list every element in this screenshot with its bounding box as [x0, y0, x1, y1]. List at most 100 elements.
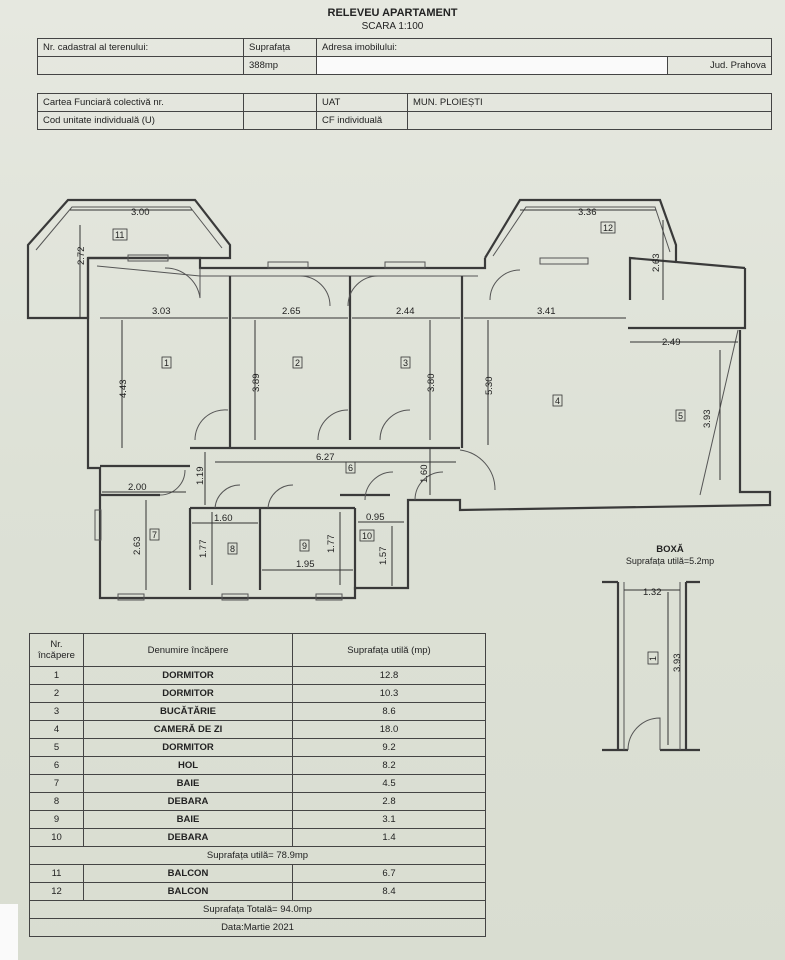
balcony-11-outline [26, 198, 232, 320]
room-tag-6: 6 [348, 463, 353, 473]
county-value: Jud. Prahova [667, 56, 772, 75]
boxa-inner-walls [623, 582, 681, 750]
dim-text: 2.44 [396, 306, 415, 317]
door-hall-2 [317, 409, 349, 441]
dim-text: 1.19 [195, 467, 206, 486]
boxa-title: BOXĂ [656, 544, 684, 555]
document-title: RELEVEU APARTAMENT [327, 7, 458, 19]
room-tag-11: 11 [115, 230, 124, 240]
balcony-12-right [628, 268, 747, 330]
room-tag-box [552, 394, 563, 407]
info-table-1: Nr. cadastral al terenului: Suprafața Ad… [37, 38, 772, 75]
dim-text: 3.89 [251, 374, 262, 393]
boxa-door [627, 717, 661, 751]
dim-text: 6.27 [316, 452, 335, 463]
dim-text: 1.95 [296, 559, 315, 570]
door-8 [214, 484, 241, 509]
total-area: Suprafața Totală= 94.0mp [29, 900, 486, 919]
door-main [414, 471, 444, 501]
apartment-outer-wall [86, 258, 772, 600]
door-9 [267, 484, 294, 509]
room-tag-3: 3 [403, 358, 408, 368]
door-10 [364, 471, 394, 501]
window [94, 509, 102, 541]
boxa-dim-w: 1.32 [643, 587, 662, 598]
date-label: Data:Martie 2021 [29, 918, 486, 937]
dim-text: 3.03 [152, 306, 171, 317]
room-tag-9: 9 [302, 541, 307, 551]
rooms-table-header: Nr. încăpere Denumire încăpere Suprafața… [29, 633, 486, 667]
dim-text: 2.65 [282, 306, 301, 317]
dim-text: 1.77 [326, 535, 337, 554]
room-tag-box [112, 228, 128, 241]
room-tag-5: 5 [678, 411, 683, 421]
room-tag-box [292, 356, 303, 369]
room-4-top-right [628, 256, 677, 300]
dim-text: 1.60 [214, 513, 233, 524]
total-area-row: Suprafața Totală= 94.0mp [29, 900, 486, 919]
room-tag-box [161, 356, 172, 369]
room-tag-10: 10 [362, 531, 372, 541]
dim-text: 3.41 [537, 306, 556, 317]
room-tag-12: 12 [603, 223, 613, 233]
dim-text: 1.57 [378, 547, 389, 566]
window [221, 593, 249, 601]
room-tag-1: 1 [164, 358, 169, 368]
door-2 [299, 275, 331, 307]
document-scale: SCARA 1:100 [361, 21, 424, 32]
door-hall-1 [194, 409, 229, 441]
window [127, 254, 169, 262]
balcony-12-outline [484, 198, 746, 270]
room-5-diagonal [699, 329, 739, 496]
door-1 [164, 267, 201, 299]
boxa-dim-h: 3.93 [672, 654, 683, 673]
dim-text: 2.63 [132, 537, 143, 556]
room-tag-box [359, 529, 375, 542]
dim-text: 3.36 [578, 207, 597, 218]
boxa-subtitle: Suprafața utilă=5.2mp [625, 556, 715, 566]
col-area: Suprafața utilă (mp) [292, 633, 486, 667]
room-tag-box [345, 461, 356, 474]
window [117, 593, 145, 601]
door-3 [347, 275, 379, 307]
door-4 [489, 269, 521, 301]
room-tag-box [675, 409, 686, 422]
window [384, 261, 426, 269]
dim-text: 2.49 [662, 337, 681, 348]
window [539, 257, 589, 265]
room-tag-2: 2 [295, 358, 300, 368]
window [315, 593, 343, 601]
window [267, 261, 309, 269]
date-row: Data:Martie 2021 [29, 918, 486, 937]
room-tag-box [400, 356, 411, 369]
redacted-margin [0, 904, 18, 960]
info-table-2: Cartea Funciară colectivă nr. UAT MUN. P… [37, 93, 772, 130]
room-tag-8: 8 [230, 544, 235, 554]
col-name: Denumire încăpere [83, 633, 293, 667]
dim-text: 1.60 [419, 465, 430, 484]
col-nr: Nr. încăpere [29, 633, 84, 667]
room-tag-4: 4 [555, 396, 560, 406]
dim-text: 2.72 [76, 247, 87, 266]
dim-text: 2.63 [651, 254, 662, 273]
door-entry [459, 449, 496, 491]
room-tag-7: 7 [152, 530, 157, 540]
dim-text: 3.00 [131, 207, 150, 218]
dim-text: 0.95 [366, 512, 385, 523]
dim-text: 3.93 [702, 410, 713, 429]
useful-area-total: Suprafața utilă= 78.9mp [29, 846, 486, 865]
area-value: 388mp [243, 56, 317, 75]
